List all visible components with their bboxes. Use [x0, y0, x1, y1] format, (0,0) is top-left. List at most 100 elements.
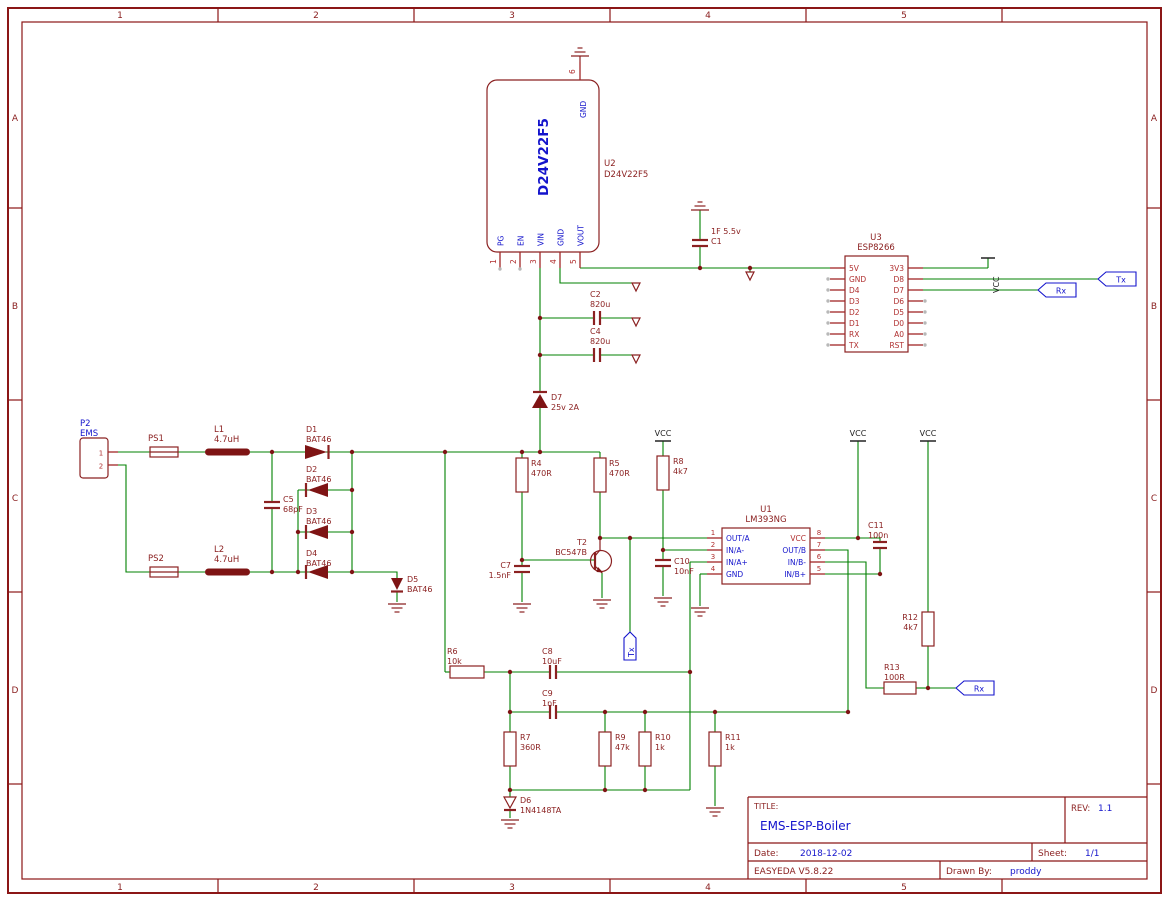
component-u1-lm393[interactable]: U1 LM393NG 1 2 3 4 8 7 6 5 OUT/A IN/A- I…: [707, 505, 825, 585]
d4-ref: D4: [306, 549, 317, 558]
component-u3-esp8266[interactable]: U3 ESP8266 5V GND D4 D3 D2 D1 RX TX 3V3 …: [826, 233, 927, 353]
component-d2[interactable]: D2 BAT46: [304, 465, 331, 497]
col-label: 5: [901, 883, 907, 893]
r7-ref: R7: [520, 733, 531, 742]
wire-layer[interactable]: [118, 210, 1098, 818]
u2-pin-num: 1: [489, 259, 498, 264]
rx-label: Rx: [1056, 287, 1067, 296]
component-d3[interactable]: D3 BAT46: [304, 507, 331, 539]
u1-pin-name: IN/B-: [788, 558, 806, 567]
row-label: C: [1151, 494, 1157, 504]
u2-pin-name: PG: [497, 235, 506, 246]
component-r5[interactable]: R5 470R: [593, 457, 630, 493]
component-c11[interactable]: C11 100n: [868, 521, 888, 550]
component-r9[interactable]: R9 47k: [598, 731, 630, 767]
u1-pin-name: OUT/B: [782, 546, 806, 555]
row-label: C: [12, 494, 18, 504]
d7-ref: D7: [551, 393, 562, 402]
u3-pin-name: D5: [893, 308, 904, 317]
component-ps1[interactable]: PS1: [148, 434, 179, 458]
component-r11[interactable]: R11 1k: [708, 731, 741, 767]
component-p2-ems[interactable]: P2 EMS 1 2: [79, 419, 118, 479]
d2-value: BAT46: [306, 475, 331, 484]
col-label: 1: [117, 883, 123, 893]
component-r7[interactable]: R7 360R: [503, 731, 541, 767]
ground-symbols: [388, 47, 755, 829]
gnd-arrow-icon: [631, 317, 641, 328]
r5-ref: R5: [609, 459, 620, 468]
component-c4[interactable]: C4 820u: [590, 327, 610, 362]
r8-value: 4k7: [673, 467, 688, 476]
net-flag-icon: [955, 680, 995, 696]
col-label: 1: [117, 11, 123, 21]
u3-pin-name: D1: [849, 319, 860, 328]
t2-value: BC547B: [555, 548, 587, 557]
unconnected-pin-dot: [518, 267, 522, 271]
component-l1[interactable]: L1 4.7uH: [205, 425, 250, 456]
component-c10[interactable]: C10 10nF: [655, 557, 694, 576]
component-r6[interactable]: R6 10k: [447, 647, 485, 679]
vcc-label: VCC: [992, 276, 1001, 293]
net-flag-icon: [1037, 282, 1077, 298]
component-r4[interactable]: R4 470R: [515, 457, 552, 493]
component-r13[interactable]: R13 100R: [883, 663, 917, 695]
u3-part: ESP8266: [857, 243, 895, 253]
tx-flag-esp[interactable]: Tx: [1097, 271, 1137, 287]
col-label: 2: [313, 11, 319, 21]
component-d4[interactable]: D4 BAT46: [304, 549, 331, 579]
component-d6[interactable]: D6 1N4148TA: [502, 796, 562, 815]
component-c9[interactable]: C9 1nF: [542, 689, 557, 719]
component-c1[interactable]: 1F 5.5v C1: [692, 227, 741, 248]
tx-flag-comparator[interactable]: Tx: [623, 631, 637, 661]
col-label: 4: [705, 11, 711, 21]
vcc-flag-esp[interactable]: VCC: [981, 257, 1001, 293]
component-l2[interactable]: L2 4.7uH: [205, 545, 250, 576]
col-label: 5: [901, 11, 907, 21]
u1-pin-num: 7: [817, 541, 821, 549]
sheet-label: Sheet:: [1038, 849, 1067, 859]
p2-body[interactable]: [79, 437, 109, 479]
u1-pin-name: GND: [726, 570, 743, 579]
d1-ref: D1: [306, 425, 317, 434]
u1-pin-num: 1: [711, 529, 715, 537]
sheet-title: EMS-ESP-Boiler: [760, 819, 851, 833]
component-ps2[interactable]: PS2: [148, 554, 179, 578]
vcc-flag-r8[interactable]: VCC: [655, 429, 672, 442]
vcc-flag-r12[interactable]: VCC: [920, 429, 937, 442]
component-u2-regulator[interactable]: D24V22F5 U2 D24V22F5 6 GND 1 2 3 4 5 PG …: [486, 62, 648, 271]
component-d7[interactable]: D7 25v 2A: [532, 390, 580, 412]
component-d5[interactable]: D5 BAT46: [391, 575, 432, 594]
u2-part: D24V22F5: [604, 170, 648, 180]
component-d1[interactable]: D1 BAT46: [305, 425, 331, 459]
rx-flag-esp[interactable]: Rx: [1037, 282, 1077, 298]
tx-label: Tx: [1115, 276, 1126, 285]
component-r10[interactable]: R10 1k: [638, 731, 671, 767]
rx-flag-comparator[interactable]: Rx: [955, 680, 995, 696]
u3-pin-name: GND: [849, 275, 866, 284]
component-c8[interactable]: C8 10uF: [542, 647, 562, 679]
u2-pin-name: GND: [557, 229, 566, 246]
u2-pin6-name: GND: [579, 101, 588, 118]
r6-value: 10k: [447, 657, 462, 666]
component-c2[interactable]: C2 820u: [590, 290, 610, 325]
vcc-label: VCC: [655, 429, 672, 438]
frame-labels: 1 2 3 4 5 1 2 3 4 5 A B C D A B C D: [12, 11, 1158, 893]
row-label: D: [1151, 686, 1158, 696]
component-r12[interactable]: R12 4k7: [902, 611, 935, 647]
component-c7[interactable]: C7 1.5nF: [489, 561, 530, 580]
r10-ref: R10: [655, 733, 671, 742]
d7-value: 25v 2A: [551, 403, 580, 412]
u3-pin-name: D4: [849, 286, 860, 295]
u1-body[interactable]: [721, 527, 811, 585]
l1-ref: L1: [214, 425, 224, 435]
u3-body[interactable]: [844, 255, 909, 353]
vcc-flag-u1[interactable]: VCC: [850, 429, 867, 442]
component-r8[interactable]: R8 4k7: [656, 455, 688, 491]
p2-pin-num: 1: [99, 450, 103, 458]
component-c5[interactable]: C5 68pF: [264, 495, 303, 514]
component-t2[interactable]: T2 BC547B: [555, 538, 613, 574]
col-label: 3: [509, 883, 515, 893]
row-label: A: [1151, 114, 1158, 124]
u2-body[interactable]: [486, 79, 600, 253]
ground-icon: [571, 47, 589, 62]
